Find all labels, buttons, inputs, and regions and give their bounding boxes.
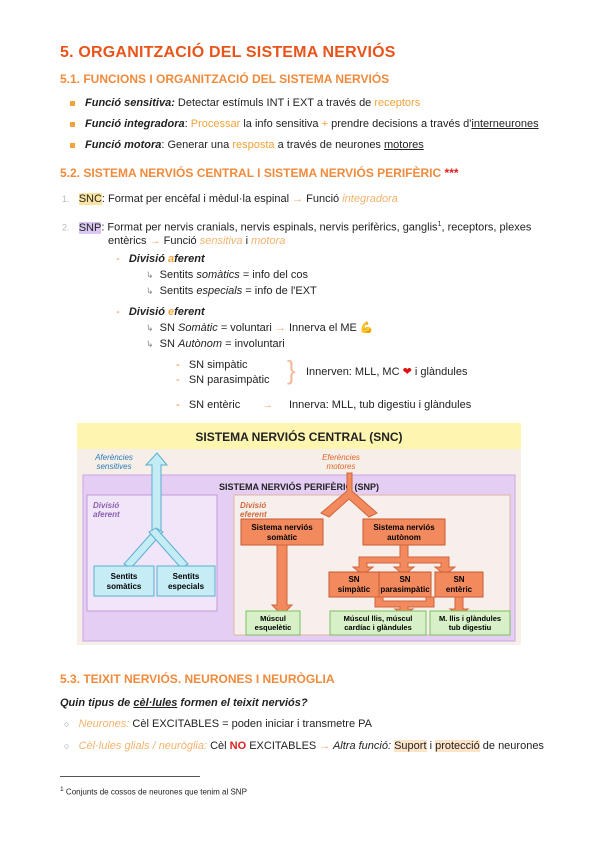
- skeletal-muscle-box: [245, 610, 301, 636]
- list-item: Funció integradora: Processar la info se…: [70, 117, 539, 131]
- svg-text:tub digestiu: tub digestiu: [449, 623, 492, 632]
- list-item: ↳ Sentits especials = info de l'EXT: [146, 285, 317, 297]
- list-item: - SN parasimpàtic: [176, 374, 270, 386]
- list-item: ↳ Sentits somàtics = info del cos: [146, 269, 308, 281]
- snc-label: SISTEMA NERVIÓS CENTRAL (SNC): [195, 429, 402, 444]
- section-5-2-heading: 5.2. SISTEMA NERVIÓS CENTRAL I SISTEMA N…: [60, 166, 459, 180]
- sympathetic-box: [328, 571, 380, 598]
- circle-bullet-icon: ○: [64, 719, 70, 729]
- svg-text:parasimpàtic: parasimpàtic: [380, 585, 430, 594]
- nervous-system-diagram: SISTEMA NERVIÓS CENTRAL (SNC) Aferències…: [77, 423, 521, 645]
- list-item: ↳ SN Autònom = involuntari: [146, 338, 285, 350]
- svg-text:cardíac i glàndules: cardíac i glàndules: [344, 623, 412, 632]
- svg-text:Múscul llis, múscul: Múscul llis, múscul: [344, 614, 413, 623]
- list-item: - SN simpàtic: [176, 359, 248, 371]
- square-bullet-icon: [70, 142, 75, 148]
- snc-bar: [77, 423, 521, 449]
- digestive-tract-box: [429, 610, 511, 636]
- svg-text:SN: SN: [399, 575, 410, 584]
- heart-icon: ❤: [402, 366, 412, 378]
- enteric-arrow-icon: →: [262, 399, 273, 411]
- svg-text:aferent: aferent: [93, 510, 120, 519]
- list-item: ○ Neurones: Cèl EXCITABLES = poden inici…: [64, 718, 372, 730]
- smooth-cardiac-box: [329, 610, 427, 636]
- section-5-3-heading: 5.3. TEIXIT NERVIÓS. NEURONES I NEURÒGLI…: [60, 672, 335, 686]
- efferent-arrow-icon: [320, 472, 378, 518]
- svg-text:Divisió: Divisió: [240, 501, 266, 510]
- svg-text:Sentits: Sentits: [173, 572, 200, 581]
- enteric-box: [434, 571, 484, 598]
- svg-text:Sistema nerviós: Sistema nerviós: [373, 523, 435, 532]
- svg-text:eferent: eferent: [240, 510, 267, 519]
- arrow-bullet-icon: ↳: [146, 270, 154, 280]
- flexed-bicep-icon: 💪: [359, 322, 374, 334]
- list-item: - SN entèric: [176, 399, 241, 411]
- arrow-bullet-icon: ↳: [146, 286, 154, 296]
- page-title: 5. ORGANITZACIÓ DEL SISTEMA NERVIÓS: [60, 44, 396, 61]
- svg-text:entèric: entèric: [446, 585, 473, 594]
- svg-text:autònom: autònom: [387, 533, 421, 542]
- snp-item: 2. SNP: Format per nervis cranials, nerv…: [62, 221, 532, 234]
- parasympathetic-box: [378, 571, 432, 598]
- somatic-senses-box: [93, 565, 155, 597]
- snp-item-cont: entèrics → Funció sensitiva i motora: [108, 235, 286, 247]
- svg-text:M. llis i glàndules: M. llis i glàndules: [439, 614, 501, 623]
- footnote: 1 Conjunts de cossos de neurones que ten…: [60, 786, 247, 797]
- right-brace-icon: }: [287, 355, 296, 385]
- arrow-bullet-icon: ↳: [146, 339, 154, 349]
- svg-text:Sistema nerviós: Sistema nerviós: [251, 523, 313, 532]
- efferent-division: - Divisió eferent: [116, 306, 205, 318]
- svg-text:Divisió: Divisió: [93, 501, 119, 510]
- svg-text:SN: SN: [453, 575, 464, 584]
- svg-text:simpàtic: simpàtic: [338, 585, 371, 594]
- afferent-label-2: sensitives: [96, 462, 131, 471]
- footnote-divider: [60, 776, 200, 777]
- snc-item: 1. SNC: Format per encèfal i mèdul·la es…: [62, 193, 398, 205]
- svg-text:Sentits: Sentits: [111, 572, 138, 581]
- afferent-division: - Divisió aferent: [116, 253, 205, 265]
- svg-text:somàtics: somàtics: [107, 582, 142, 591]
- efferent-label: Eferències: [322, 453, 360, 462]
- question: Quin tipus de cèl·lules formen el teixit…: [60, 697, 308, 709]
- svg-text:especials: especials: [168, 582, 205, 591]
- special-senses-box: [156, 565, 216, 597]
- section-5-1-heading: 5.1. FUNCIONS I ORGANITZACIÓ DEL SISTEMA…: [60, 72, 390, 86]
- square-bullet-icon: [70, 100, 75, 106]
- efferent-label-2: motores: [327, 462, 356, 471]
- arrow-bullet-icon: ↳: [146, 323, 154, 333]
- square-bullet-icon: [70, 121, 75, 127]
- svg-text:SN: SN: [348, 575, 359, 584]
- list-item: ↳ SN Somàtic = voluntari → Innerva el ME…: [146, 322, 374, 334]
- svg-text:Múscul: Múscul: [260, 614, 286, 623]
- svg-text:somàtic: somàtic: [267, 533, 298, 542]
- svg-text:esquelètic: esquelètic: [255, 623, 292, 632]
- afferent-label: Aferències: [94, 453, 133, 462]
- list-item: Funció sensitiva: Detectar estímuls INT …: [70, 96, 420, 110]
- list-item: ○ Cèl·lules glials / neuròglia: Cèl NO E…: [64, 740, 544, 752]
- circle-bullet-icon: ○: [64, 741, 70, 751]
- enteric-note: Innerva: MLL, tub digestiu i glàndules: [289, 399, 472, 411]
- brace-note: Innerven: MLL, MC ❤ i glàndules: [306, 366, 468, 378]
- snp-label: SISTEMA NERVIÓS PERIFÈRIC (SNP): [219, 481, 379, 492]
- list-item: Funció motora: Generar una resposta a tr…: [70, 138, 424, 152]
